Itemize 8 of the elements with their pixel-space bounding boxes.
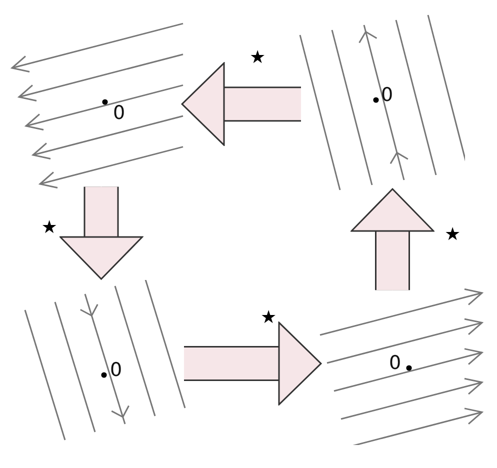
block-arrow: [350, 188, 434, 291]
block-arrow: [181, 62, 302, 146]
origin-label: 0: [381, 86, 394, 105]
block-arrow: [184, 322, 322, 406]
block-arrow: [60, 186, 143, 280]
origin-label: 0: [389, 354, 402, 373]
origin-label: 0: [113, 104, 126, 123]
origin-label: 0: [110, 361, 122, 380]
